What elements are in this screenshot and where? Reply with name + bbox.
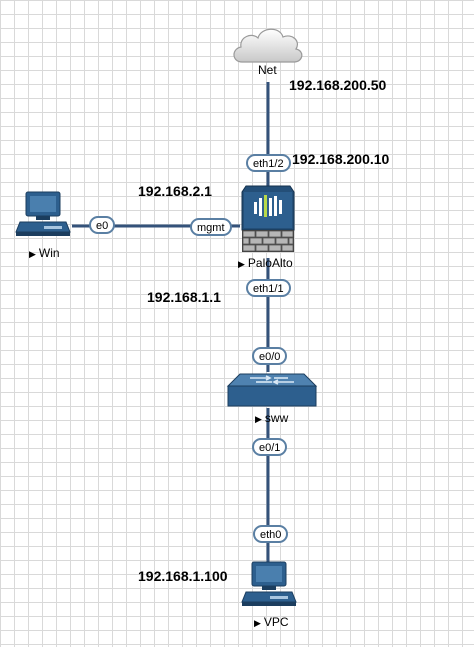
cloud-icon (233, 28, 303, 63)
play-icon: ▶ (238, 259, 245, 269)
sww-label: ▶sww (255, 411, 288, 425)
win-label: ▶Win (29, 246, 60, 260)
ip-paloalto-out: 192.168.200.10 (292, 151, 390, 167)
node-paloalto[interactable] (240, 182, 296, 254)
node-win[interactable] (14, 190, 72, 242)
computer-icon (241, 561, 297, 606)
ip-paloalto-in: 192.168.1.1 (147, 289, 221, 305)
play-icon: ▶ (255, 414, 262, 424)
ip-vpc: 192.168.1.100 (138, 568, 228, 584)
vpc-label: ▶VPC (254, 615, 289, 629)
switch-icon (226, 373, 318, 407)
ip-mgmt: 192.168.2.1 (138, 183, 212, 199)
port-paloalto-mgmt[interactable]: mgmt (190, 218, 232, 236)
firewall-icon (241, 185, 295, 252)
port-win-e0[interactable]: e0 (89, 216, 116, 234)
node-sww[interactable] (226, 372, 318, 408)
play-icon: ▶ (254, 618, 261, 628)
paloalto-label: ▶PaloAlto (238, 256, 293, 270)
node-net[interactable] (228, 22, 308, 70)
win-label-text: Win (38, 246, 60, 260)
ip-net-link: 192.168.200.50 (289, 77, 387, 93)
port-paloalto-eth1-2[interactable]: eth1/2 (246, 154, 291, 172)
port-paloalto-eth1-1[interactable]: eth1/1 (246, 279, 291, 297)
sww-label-text: sww (264, 411, 289, 425)
node-vpc[interactable] (240, 560, 298, 612)
port-sww-e0-0[interactable]: e0/0 (252, 347, 288, 365)
port-sww-e0-1[interactable]: e0/1 (252, 438, 288, 456)
port-vpc-eth0[interactable]: eth0 (253, 525, 289, 543)
vpc-label-text: VPC (263, 615, 289, 629)
paloalto-label-text: PaloAlto (247, 256, 293, 270)
play-icon: ▶ (29, 249, 36, 259)
computer-icon (15, 191, 71, 236)
net-label: Net (258, 63, 277, 77)
